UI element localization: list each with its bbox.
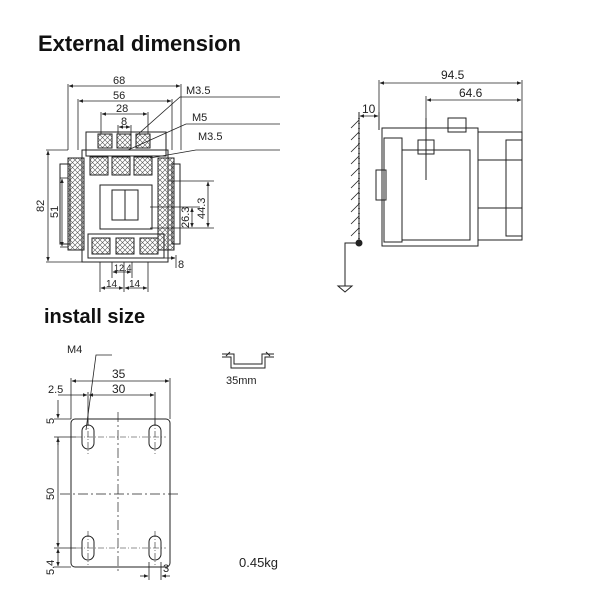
dim-50: 50 <box>45 488 57 500</box>
dim-35: 35 <box>112 367 126 381</box>
front-dimensions <box>46 84 280 292</box>
install-dimensions <box>54 354 171 580</box>
dim-3: 3 <box>163 563 169 575</box>
dim-12-4: 12.4 <box>114 263 132 273</box>
weight-label: 0.45kg <box>239 555 278 570</box>
dim-m3-5-low: M3.5 <box>198 131 222 143</box>
dim-82: 82 <box>35 200 47 212</box>
dim-m3-5-top: M3.5 <box>186 85 210 97</box>
front-left-rail <box>67 157 85 251</box>
dim-10: 10 <box>362 102 376 116</box>
dim-5-4: 5.4 <box>45 560 57 575</box>
dim-44-3: 44.3 <box>196 198 208 219</box>
external-dimension-heading: External dimension <box>38 31 241 56</box>
dim-5-top: 5 <box>45 418 57 424</box>
install-plate <box>70 418 171 568</box>
front-right-wing <box>171 163 181 245</box>
dim-8-bottom: 8 <box>178 259 184 271</box>
side-rail-clip <box>375 169 387 201</box>
front-top-screw-2 <box>116 133 132 149</box>
front-top-terminal-block <box>85 131 167 157</box>
dim-56: 56 <box>113 90 125 102</box>
front-terminal-3 <box>133 156 153 176</box>
front-terminal-1 <box>89 156 109 176</box>
dim-14-right: 14 <box>129 279 141 290</box>
din-rail-icon <box>222 351 274 369</box>
rail-label: 35mm <box>226 375 257 387</box>
side-contact-block <box>477 131 523 241</box>
dim-68: 68 <box>113 75 125 87</box>
install-view <box>60 412 180 573</box>
dim-2-5: 2.5 <box>48 384 63 396</box>
side-view <box>336 112 523 293</box>
dim-m4: M4 <box>67 344 82 356</box>
side-body <box>381 127 479 247</box>
side-dimensions <box>359 80 523 132</box>
front-bottom-terminal-2 <box>115 237 135 255</box>
dim-28: 28 <box>116 103 128 115</box>
front-center-window <box>99 184 153 230</box>
front-view <box>59 131 214 263</box>
dim-m5: M5 <box>192 112 207 124</box>
dim-30: 30 <box>112 382 126 396</box>
front-left-wing <box>59 163 71 245</box>
front-top-screw-1 <box>97 133 113 149</box>
front-bottom-terminal-1 <box>91 237 111 255</box>
front-bottom-terminal-3 <box>139 237 159 255</box>
install-size-heading: install size <box>44 306 146 328</box>
dim-14-left: 14 <box>106 279 118 290</box>
dim-8-top: 8 <box>121 116 127 128</box>
dim-64-6: 64.6 <box>459 86 483 100</box>
front-terminal-2 <box>111 156 131 176</box>
dim-51: 51 <box>49 206 61 218</box>
dim-26-3: 26.3 <box>180 207 192 228</box>
dim-94-5: 94.5 <box>441 68 465 82</box>
